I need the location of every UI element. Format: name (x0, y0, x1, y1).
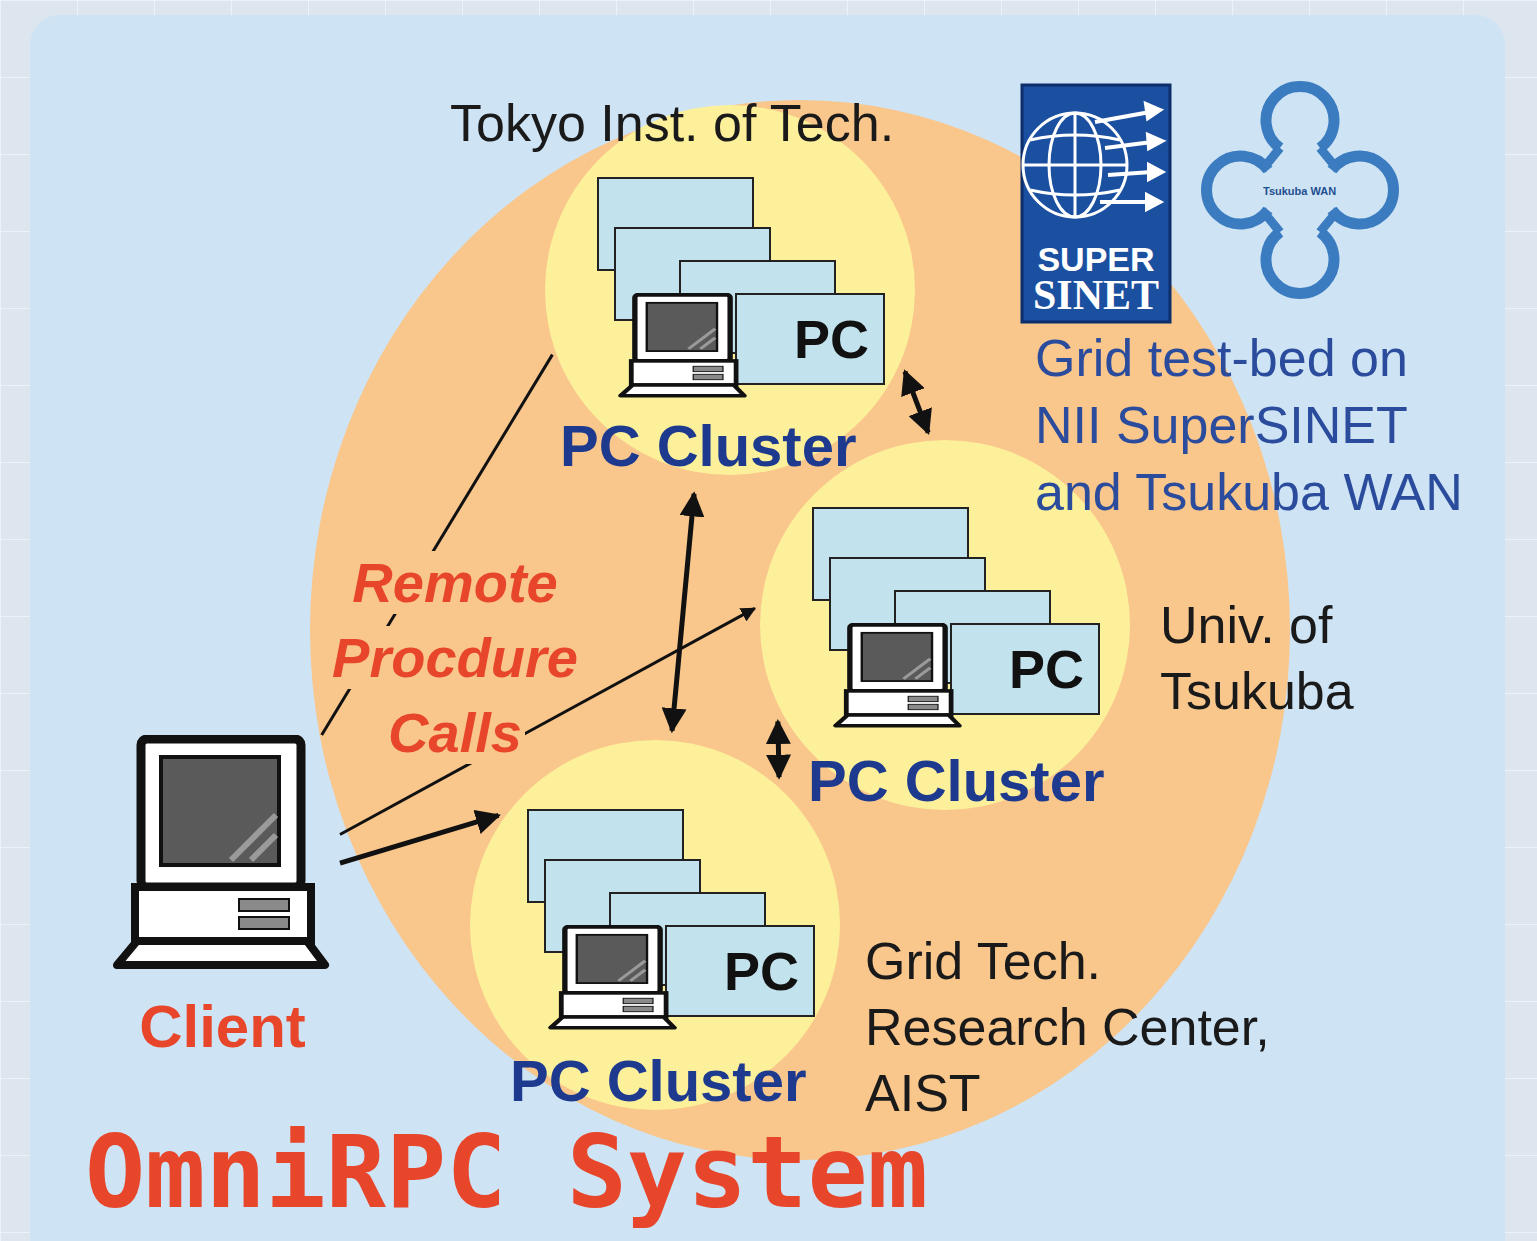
grid-region (310, 100, 1290, 1160)
logo-text: SINET (1024, 273, 1168, 317)
call-label: Remote Procdure Calls (300, 545, 610, 770)
cluster-label: PC Cluster (808, 748, 1105, 814)
client-label: Client (105, 992, 340, 1062)
network-link (905, 372, 928, 433)
pc-label: PC (794, 295, 869, 383)
cluster-label: PC Cluster (510, 1048, 807, 1114)
computer-icon (547, 925, 678, 1030)
pc-card: PC (665, 925, 815, 1017)
cluster-circle: PC ClusterGrid Tech. Research Center, AI… (470, 740, 840, 1110)
computer-icon (617, 293, 748, 398)
tsukuba-wan-logo (1207, 87, 1394, 294)
pc-card: PC (950, 623, 1100, 715)
testbed-note: Grid test-bed on NII SuperSINET and Tsuk… (1035, 325, 1480, 526)
client-computer: Client (105, 735, 340, 1062)
logo-text: SUPER (1024, 243, 1168, 275)
rpc-arrow (340, 815, 499, 863)
pc-label: PC (1009, 625, 1084, 713)
site-name: Univ. of Tsukuba (1160, 592, 1390, 724)
diagram-title: OmniRPC System (85, 1118, 928, 1228)
cluster-label: PC Cluster (560, 413, 857, 479)
label-text: Remote Procdure Calls (329, 551, 581, 764)
computer-icon (832, 623, 963, 728)
logo-text: Tsukuba WAN (1263, 185, 1336, 197)
supersinet-logo (1022, 85, 1170, 322)
site-name: Tokyo Inst. of Tech. (450, 90, 894, 156)
site-name: Grid Tech. Research Center, AIST (865, 928, 1285, 1126)
cluster-circle: Tokyo Inst. of Tech.PC ClusterPC (545, 105, 915, 475)
pc-card: PC (735, 293, 885, 385)
pc-label: PC (724, 927, 799, 1015)
network-link (778, 722, 779, 778)
network-link (672, 494, 694, 731)
panel (30, 15, 1505, 1241)
computer-icon (111, 735, 331, 970)
